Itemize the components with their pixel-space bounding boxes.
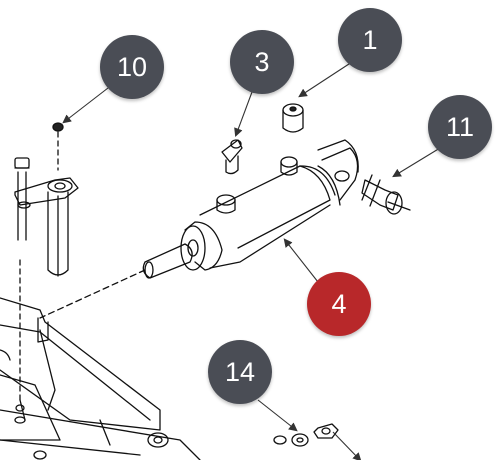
leader-1 xyxy=(298,61,353,98)
callout-11[interactable]: 11 xyxy=(428,95,492,159)
fitting-part-3 xyxy=(221,139,243,175)
leader-14b xyxy=(332,431,362,460)
frame-bracket xyxy=(0,297,201,460)
washer-nut-part-14 xyxy=(273,423,339,447)
callout-3[interactable]: 3 xyxy=(230,30,294,94)
breather-part-1 xyxy=(282,103,304,133)
leader-11 xyxy=(392,147,441,178)
callout-3-label: 3 xyxy=(254,46,270,77)
assembly-centerline xyxy=(39,269,146,319)
leader-4 xyxy=(283,238,319,283)
leader-3 xyxy=(234,91,253,138)
hydraulic-cylinder-part-4 xyxy=(142,139,359,279)
leader-10 xyxy=(62,87,109,124)
callout-1[interactable]: 1 xyxy=(338,8,402,72)
callout-10[interactable]: 10 xyxy=(100,35,164,99)
callout-11-label: 11 xyxy=(445,111,475,142)
pin-and-lever-part-10 xyxy=(14,122,79,424)
clevis-pin-part-11 xyxy=(361,174,411,215)
callout-1-label: 1 xyxy=(362,24,378,55)
callout-14[interactable]: 14 xyxy=(208,340,272,404)
leader-14 xyxy=(257,399,298,432)
callout-14-label: 14 xyxy=(224,356,256,387)
callout-4-highlighted[interactable]: 4 xyxy=(307,272,371,336)
callout-4-label: 4 xyxy=(331,288,347,319)
callout-10-label: 10 xyxy=(116,51,148,82)
